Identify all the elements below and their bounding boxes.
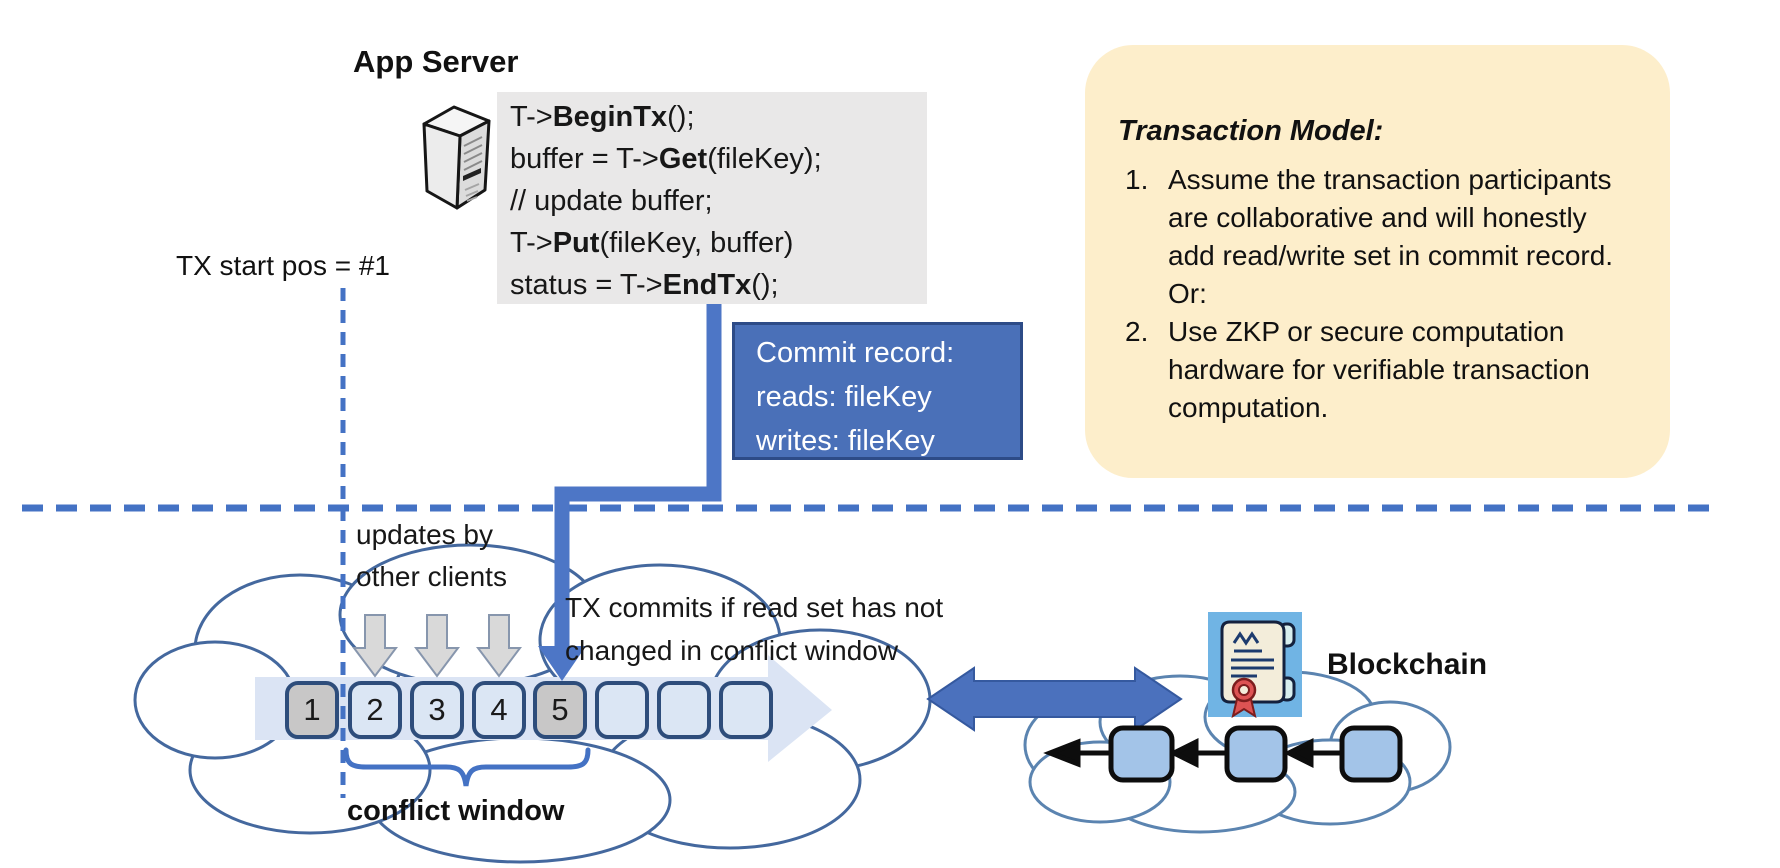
blockchain-label: Blockchain	[1327, 648, 1488, 681]
transaction-model-note: Transaction Model: 1. Assume the transac…	[1085, 45, 1670, 478]
version-box-3: 3	[410, 681, 464, 739]
blockchain-block	[1224, 725, 1288, 783]
version-box-8	[719, 681, 773, 739]
updates-by-clients-label: updates by other clients	[356, 519, 507, 592]
note-item-text: Use ZKP or secure computation hardware f…	[1168, 316, 1590, 423]
client-update-arrow	[414, 614, 460, 678]
commit-flow-connector	[538, 304, 722, 681]
code-line: // update buffer;	[510, 185, 713, 217]
tx-start-pos-label: TX start pos = #1	[176, 250, 390, 281]
version-box-4: 4	[472, 681, 526, 739]
conflict-window-label: conflict window	[347, 795, 565, 827]
ledger-certificate-icon	[1208, 612, 1302, 719]
app-server-title: App Server	[353, 44, 519, 79]
sync-double-arrow	[926, 666, 1183, 732]
blockchain-blocks	[1108, 725, 1403, 783]
commit-record-line: reads: fileKey	[756, 381, 932, 413]
transaction-code-block: T->BeginTx(); buffer = T->Get(fileKey); …	[497, 92, 927, 304]
note-title: Transaction Model:	[1118, 115, 1384, 147]
chain-link-arrows	[1043, 737, 1340, 769]
commit-record-line: writes: fileKey	[756, 425, 935, 457]
code-line: T->BeginTx();	[510, 101, 695, 133]
version-box-6	[595, 681, 649, 739]
commit-record-box: Commit record: reads: fileKey writes: fi…	[732, 322, 1023, 460]
commit-rule-label: TX commits if read set has not changed i…	[565, 592, 944, 666]
note-item: 1. Assume the transaction participants a…	[1118, 161, 1640, 313]
note-item-text: Assume the transaction participants are …	[1168, 164, 1614, 309]
app-server-tower-icon	[422, 105, 491, 210]
blockchain-block	[1339, 725, 1403, 783]
version-box-2: 2	[348, 681, 402, 739]
note-item-marker: 2.	[1125, 316, 1149, 347]
code-line: T->Put(fileKey, buffer)	[510, 227, 794, 259]
code-line: buffer = T->Get(fileKey);	[510, 143, 822, 175]
client-update-arrow	[352, 614, 398, 678]
note-item: 2. Use ZKP or secure computation hardwar…	[1118, 313, 1640, 427]
version-box-5: 5	[533, 681, 587, 739]
conflict-window-brace	[343, 747, 591, 787]
version-box-1: 1	[285, 681, 339, 739]
note-item-marker: 1.	[1125, 164, 1149, 195]
client-update-arrows	[352, 614, 522, 678]
commit-arrowhead	[538, 646, 586, 681]
version-box-7	[657, 681, 711, 739]
code-line: status = T->EndTx();	[510, 269, 779, 301]
commit-record-line: Commit record:	[756, 337, 955, 369]
client-update-arrow	[476, 614, 522, 678]
blockchain-block	[1108, 725, 1175, 783]
